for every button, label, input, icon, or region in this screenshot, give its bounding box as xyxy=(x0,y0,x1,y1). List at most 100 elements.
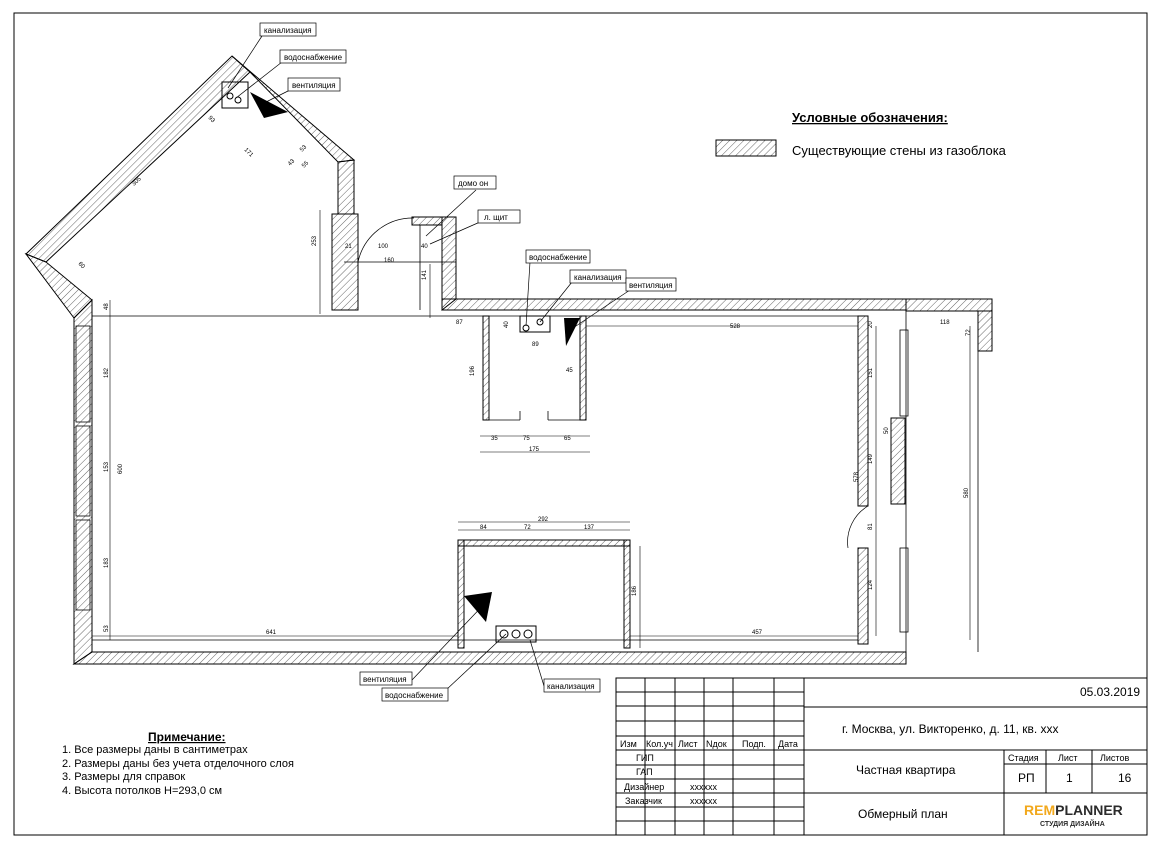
dim-65: 65 xyxy=(564,436,571,442)
wall-diagonal-nw xyxy=(25,55,251,263)
remplanner-logo: REMPLANNER СТУДИЯ ДИЗАЙНА xyxy=(1024,802,1123,828)
wall-top xyxy=(441,298,907,311)
wall-diagonal-ne xyxy=(231,55,356,163)
dim-149: 149 xyxy=(868,453,874,464)
wall-bottom xyxy=(72,651,907,665)
wall-bath-left xyxy=(482,315,490,421)
tb-role-gap: ГАП xyxy=(636,767,653,777)
dim-35: 35 xyxy=(491,436,498,442)
dim-118: 118 xyxy=(940,320,950,326)
title-block xyxy=(615,677,1148,836)
legend-hatch-swatch xyxy=(715,139,777,157)
callout-top-sewer: канализация xyxy=(264,26,312,35)
dim-137: 137 xyxy=(584,525,595,531)
wall-window-right xyxy=(890,417,906,505)
dim-55: 55 xyxy=(301,160,310,169)
legend-title: Условные обозначения: xyxy=(792,110,948,125)
callout-top-water: водоснабжение xyxy=(284,53,343,62)
wall-right-stub xyxy=(905,298,993,312)
callout-bot-water: водоснабжение xyxy=(385,691,444,700)
tb-sheet-name: Обмерный план xyxy=(858,807,948,821)
notes: Примечание: 1. Все размеры даны в сантим… xyxy=(62,730,294,797)
tb-col-kolvo: Кол.уч xyxy=(646,739,673,749)
dim-457: 457 xyxy=(752,630,763,636)
dim-43: 43 xyxy=(287,158,296,167)
callout-mid-vent: вентиляция xyxy=(629,281,673,290)
dim-72b: 72 xyxy=(524,525,531,531)
tb-address: г. Москва, ул. Викторенко, д. 11, кв. xx… xyxy=(842,722,1059,736)
dim-124: 124 xyxy=(868,579,874,590)
callout-bot-vent: вентиляция xyxy=(363,675,407,684)
legend: Условные обозначения: Существующие стены… xyxy=(715,110,1007,158)
tb-col-podp: Подп. xyxy=(742,739,766,749)
walls xyxy=(24,55,993,665)
dim-528: 528 xyxy=(730,324,741,330)
dim-81: 81 xyxy=(868,523,874,530)
tb-sheets-label: Листов xyxy=(1100,753,1129,763)
dim-45: 45 xyxy=(566,368,573,374)
tb-role-gip: ГИП xyxy=(636,753,654,763)
wall-vertical-upper xyxy=(337,159,355,215)
sheet-frame xyxy=(13,12,1148,836)
tb-col-list: Лист xyxy=(678,739,698,749)
shafts xyxy=(221,81,580,643)
tb-designer-name: xxxxxx xyxy=(690,782,718,792)
dim-160: 160 xyxy=(384,258,395,264)
dim-93: 93 xyxy=(207,115,216,124)
wall-left xyxy=(73,298,93,665)
wall-bath-right xyxy=(579,315,587,421)
dim-40b: 40 xyxy=(504,321,510,328)
dim-89: 89 xyxy=(532,342,539,348)
dim-153: 153 xyxy=(104,461,110,472)
note-2: 2. Размеры даны без учета отделочного сл… xyxy=(62,758,294,770)
dim-641: 641 xyxy=(266,630,277,636)
tb-stage-label: Стадия xyxy=(1008,753,1039,763)
wall-block-right xyxy=(623,539,631,649)
dim-75: 75 xyxy=(523,436,530,442)
dim-175: 175 xyxy=(529,447,540,453)
dim-72: 72 xyxy=(966,329,972,336)
callout-leaders xyxy=(227,35,631,691)
dim-100: 100 xyxy=(378,244,389,250)
dimension-lines xyxy=(92,210,971,648)
tb-col-izm: Изм xyxy=(620,739,637,749)
tb-stage: РП xyxy=(1018,771,1035,785)
wall-partition-right-bottom xyxy=(857,547,869,645)
callout-mid-sewer: канализация xyxy=(574,273,622,282)
dim-40: 40 xyxy=(421,244,428,250)
dim-196: 196 xyxy=(470,365,476,376)
dim-48: 48 xyxy=(104,303,110,310)
tb-date: 05.03.2019 xyxy=(1080,685,1140,699)
wall-corridor xyxy=(441,216,457,312)
tb-col-date: Дата xyxy=(778,739,798,749)
tb-project: Частная квартира xyxy=(856,763,956,777)
callout-mid-water: водоснабжение xyxy=(529,253,588,262)
dim-53b: 53 xyxy=(104,625,110,632)
tb-sheet-no: 1 xyxy=(1066,771,1073,785)
callout-bot-sewer: канализация xyxy=(547,682,595,691)
logo-rem: REM xyxy=(1024,802,1055,818)
dim-50: 50 xyxy=(884,427,890,434)
legend-item-label: Существующие стены из газоблока xyxy=(792,143,1007,158)
callouts: канализация водоснабжение вентиляция дом… xyxy=(259,22,677,702)
dim-171: 171 xyxy=(243,147,255,159)
tb-client-name: xxxxxx xyxy=(690,796,718,806)
doors xyxy=(357,217,869,549)
dim-53: 53 xyxy=(299,144,308,153)
note-3: 3. Размеры для справок xyxy=(62,771,185,783)
title-block-text: 05.03.2019 г. Москва, ул. Викторенко, д.… xyxy=(620,685,1140,821)
dim-182: 182 xyxy=(104,367,110,378)
logo-planner: PLANNER xyxy=(1055,802,1123,818)
logo-subtitle: СТУДИЯ ДИЗАЙНА xyxy=(1040,819,1105,828)
tb-role-designer: Дизайнер xyxy=(624,782,664,792)
dim-183: 183 xyxy=(104,557,110,568)
wall-block-top xyxy=(457,539,631,547)
dim-305: 305 xyxy=(131,176,143,188)
wall-block-left xyxy=(457,539,465,649)
wall-stub-right xyxy=(411,216,443,226)
dim-253: 253 xyxy=(312,235,318,246)
dim-84: 84 xyxy=(480,525,487,531)
tb-sheet-label: Лист xyxy=(1058,753,1078,763)
inner-lines xyxy=(75,225,979,652)
